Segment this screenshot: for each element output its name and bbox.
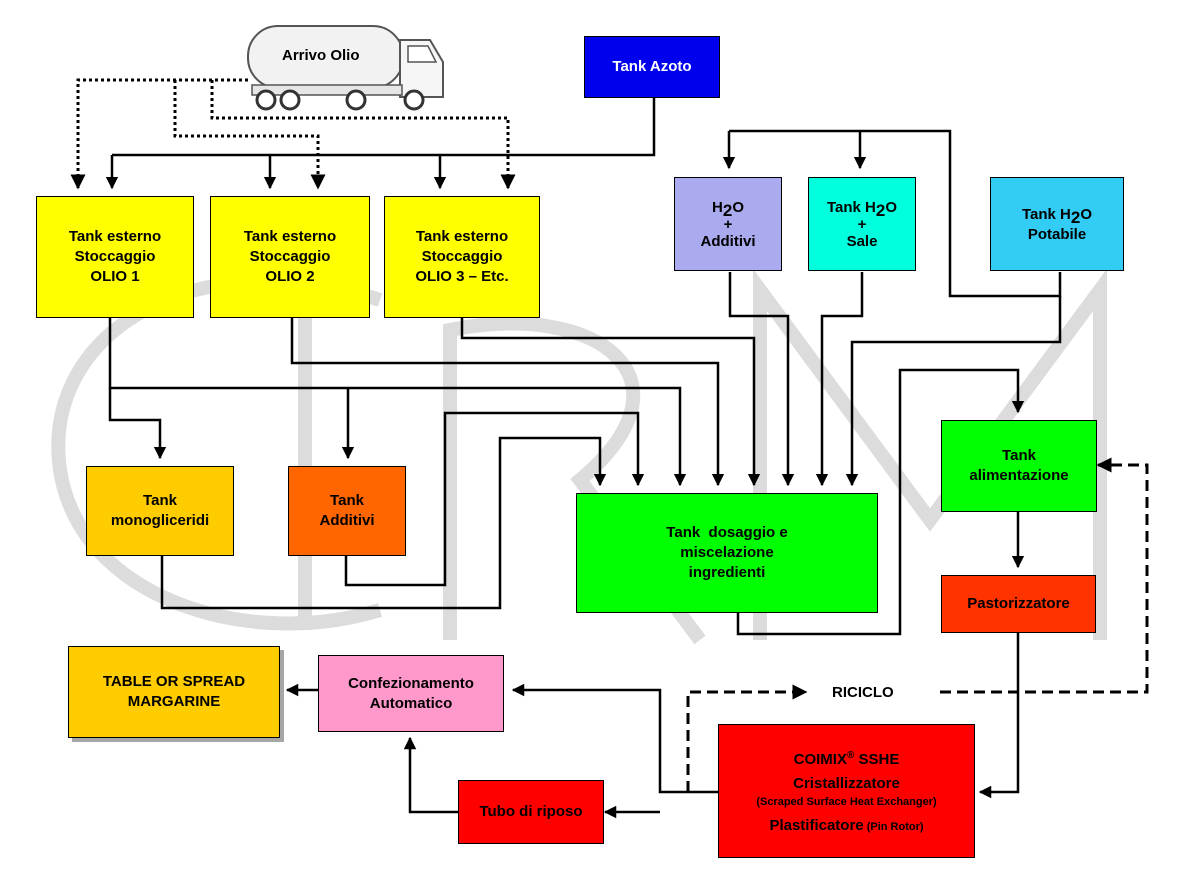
tank-additivi: Tank Additivi [288,466,406,556]
process-flow-lines [285,368,1025,819]
h2o-additivi-label: Additivi [700,233,756,250]
tank-dosaggio-line2: miscelazione [680,544,774,561]
coimix-sshe-desc: (Scraped Surface Heat Exchanger) [756,795,937,808]
h2o-sale-label: Sale [846,233,878,250]
confezionamento-line2: Automatico [369,694,453,712]
confezionamento-line1: Confezionamento [348,674,474,692]
riciclo-label: RICICLO [832,684,894,701]
nitrogen-lines [105,98,656,190]
h2o-sale-plus: + [857,216,867,233]
tank-olio-1-line1: Tank esterno [68,228,162,245]
tank-dosaggio: Tank dosaggio e miscelazione ingredienti [576,493,878,613]
tank-azoto-label: Tank Azoto [612,58,692,75]
tank-olio-3-line3: OLIO 3 – Etc. [415,268,509,285]
tank-olio-3-line2: Stoccaggio [421,248,503,265]
h2o-additivi-plus: + [723,216,733,233]
tank-monogliceridi-line2: monogliceridi [110,512,210,529]
tank-monogliceridi-line1: Tank [143,492,177,509]
tank-monogliceridi: Tank monogliceridi [86,466,234,556]
confezionamento: Confezionamento Automatico [318,655,504,732]
tank-olio-3: Tank esterno Stoccaggio OLIO 3 – Etc. [384,196,540,318]
tubo-riposo-label: Tubo di riposo [479,803,583,820]
tank-dosaggio-line3: ingredienti [688,564,766,581]
tubo-riposo: Tubo di riposo [458,780,604,844]
table-spread-line1: TABLE OR SPREAD [102,673,246,690]
table-spread-line2: MARGARINE [127,693,221,710]
tank-olio-2-line2: Stoccaggio [249,248,331,265]
h2o-additivi-formula: H2O [712,199,744,220]
tank-olio-1-line3: OLIO 1 [90,268,140,285]
tank-alimentazione-line2: alimentazione [969,467,1069,484]
water-distribution-lines [722,129,1062,298]
truck-icon [247,25,444,111]
tank-olio-2-line3: OLIO 2 [265,268,315,285]
h2o-sale-formula: Tank H2O [826,199,898,220]
tank-olio-2: Tank esterno Stoccaggio OLIO 2 [210,196,370,318]
tank-azoto: Tank Azoto [584,36,720,98]
tank-additivi-line1: Tank [330,492,364,509]
oil-to-small-tanks-lines [108,318,687,487]
coimix-plastificatore: Plastificatore (Pin Rotor) [769,816,924,834]
pastorizzatore: Pastorizzatore [941,575,1096,633]
tank-alimentazione-line1: Tank [1002,447,1036,464]
coimix-title: COIMIX® SSHE [793,749,900,768]
riciclo-lines [686,457,1149,792]
tank-h2o-sale: Tank H2O + Sale [808,177,916,271]
tank-olio-3-line1: Tank esterno [415,228,509,245]
tank-dosaggio-line1: Tank dosaggio e [666,524,788,541]
tank-h2o-potabile: Tank H2O Potabile [990,177,1124,271]
coimix-cristallizzatore: Cristallizzatore [793,774,900,792]
tank-olio-1-line2: Stoccaggio [74,248,156,265]
inputs-to-dosaggio-lines [160,272,1062,610]
tank-additivi-line2: Additivi [319,512,375,529]
tank-olio-2-line1: Tank esterno [243,228,337,245]
tank-h2o-additivi: H2O + Additivi [674,177,782,271]
truck-label: Arrivo Olio [282,47,360,64]
h2o-potabile-label: Potabile [1027,225,1087,243]
h2o-potabile-formula: Tank H2O [1021,205,1093,227]
coimix-sshe: COIMIX® SSHE Cristallizzatore (Scraped S… [718,724,975,858]
tank-olio-1: Tank esterno Stoccaggio OLIO 1 [36,196,194,318]
table-spread-margarine: TABLE OR SPREAD MARGARINE [68,646,280,738]
oil-delivery-lines [70,78,516,190]
tank-alimentazione: Tank alimentazione [941,420,1097,512]
pastorizzatore-label: Pastorizzatore [967,595,1070,612]
